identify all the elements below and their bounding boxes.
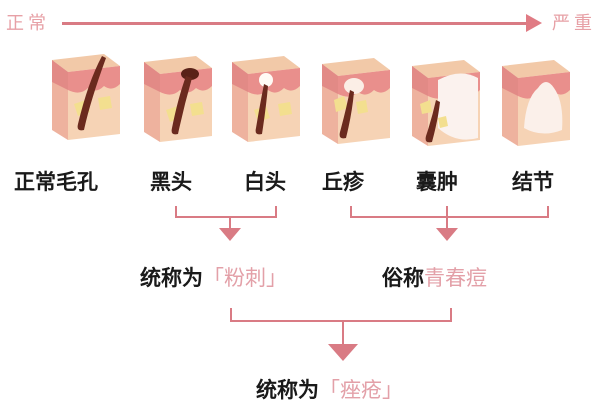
severity-end-label: 严重 xyxy=(552,13,596,34)
comedone-prefix: 统称为 xyxy=(140,265,203,290)
down-arrow-icon xyxy=(219,228,241,241)
stage-label-whitehead: 白头 xyxy=(244,169,286,194)
stage-label-cyst: 囊肿 xyxy=(416,169,458,194)
overall-group-label: 统称为「痤疮」 xyxy=(256,374,403,404)
acne-prefix: 俗称 xyxy=(382,265,424,290)
overall-term: 「痤疮」 xyxy=(319,378,403,402)
down-arrow-icon xyxy=(436,228,458,241)
whitehead-icon xyxy=(232,56,300,142)
cyst-icon xyxy=(412,60,480,146)
down-arrow-icon xyxy=(328,344,358,361)
normal-pore-icon xyxy=(52,54,120,140)
acne-group-label: 俗称青春痘 xyxy=(382,262,487,292)
comedone-term: 「粉刺」 xyxy=(203,266,287,290)
stage-label-blackhead: 黑头 xyxy=(150,169,192,194)
acne-term: 青春痘 xyxy=(424,266,487,290)
severity-start-label: 正常 xyxy=(6,13,50,34)
stage-label-papule: 丘疹 xyxy=(322,169,364,194)
severity-arrow-line xyxy=(62,22,530,25)
overall-prefix: 统称为 xyxy=(256,377,319,402)
papule-icon xyxy=(322,58,390,144)
comedone-group-label: 统称为「粉刺」 xyxy=(140,262,287,292)
stage-label-normal-pore: 正常毛孔 xyxy=(14,169,98,194)
stage-label-nodule: 结节 xyxy=(512,169,554,194)
blackhead-icon xyxy=(144,56,212,142)
severity-arrowhead-icon xyxy=(526,14,542,32)
nodule-icon xyxy=(502,60,570,146)
